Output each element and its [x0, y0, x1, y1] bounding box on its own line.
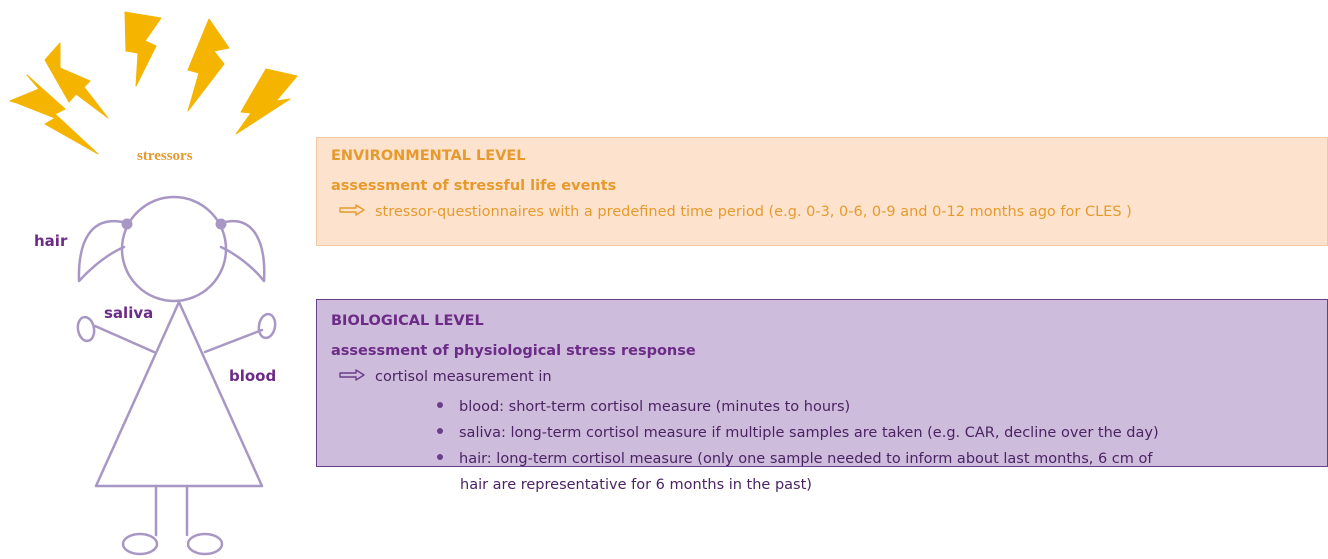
body-triangle: [94, 300, 264, 488]
saliva-label: saliva: [104, 304, 154, 322]
environmental-level-panel: ENVIRONMENTAL LEVEL assessment of stress…: [316, 137, 1328, 246]
lightning-bolt-icon: [124, 11, 162, 87]
environmental-assessment-bullet: stressor-questionnaires with a predefine…: [339, 204, 1132, 220]
left-pigtail: [77, 220, 129, 283]
biological-assessment-bullet: cortisol measurement in: [339, 369, 552, 385]
cortisol-item-text: hair: long-term cortisol measure (only o…: [459, 451, 1153, 467]
child-figure: [76, 195, 277, 556]
cortisol-item-text: saliva: long-term cortisol measure if mu…: [459, 425, 1159, 441]
lightning-bolt-icon: [187, 18, 230, 112]
cortisol-list-item: hair: long-term cortisol measure (only o…: [437, 452, 1153, 467]
right-hand: [257, 312, 277, 340]
left-hand: [76, 315, 96, 343]
lightning-bolt-icon: [235, 68, 298, 135]
left-arm: [93, 324, 156, 354]
stressors-bolts: [9, 11, 298, 155]
cortisol-list-item: saliva: long-term cortisol measure if mu…: [437, 426, 1159, 441]
biological-level-panel: BIOLOGICAL LEVEL assessment of physiolog…: [316, 299, 1328, 492]
bullet-dot-icon: [437, 402, 443, 408]
head: [120, 195, 228, 303]
blood-label: blood: [229, 367, 277, 385]
right-hair-tie: [215, 218, 227, 230]
bullet-dot-icon: [437, 428, 443, 434]
hair-ties: [121, 218, 227, 230]
biological-level-subheading: assessment of physiological stress respo…: [331, 343, 696, 359]
environmental-level-subheading: assessment of stressful life events: [331, 178, 617, 194]
biological-assessment-text: cortisol measurement in: [375, 369, 552, 385]
environmental-assessment-text: stressor-questionnaires with a predefine…: [375, 204, 1132, 220]
left-hair-tie: [121, 218, 133, 230]
left-foot: [121, 532, 159, 556]
right-pigtail: [219, 220, 266, 283]
lightning-bolt-icon: [44, 42, 109, 119]
right-foot: [186, 532, 224, 556]
bullet-dot-icon: [437, 454, 443, 460]
right-arm: [203, 328, 264, 354]
cortisol-item-continuation: hair are representative for 6 months in …: [460, 477, 812, 493]
right-arrow-icon: [339, 369, 365, 381]
right-arrow-icon: [339, 204, 365, 216]
environmental-level-heading: ENVIRONMENTAL LEVEL: [331, 148, 526, 164]
stressors-label: stressors: [137, 148, 193, 164]
cortisol-item-text: blood: short-term cortisol measure (minu…: [459, 399, 851, 415]
hair-label: hair: [34, 232, 68, 250]
lightning-bolt-icon: [9, 74, 99, 155]
biological-level-heading: BIOLOGICAL LEVEL: [331, 313, 484, 329]
cortisol-list-item: blood: short-term cortisol measure (minu…: [437, 400, 850, 415]
